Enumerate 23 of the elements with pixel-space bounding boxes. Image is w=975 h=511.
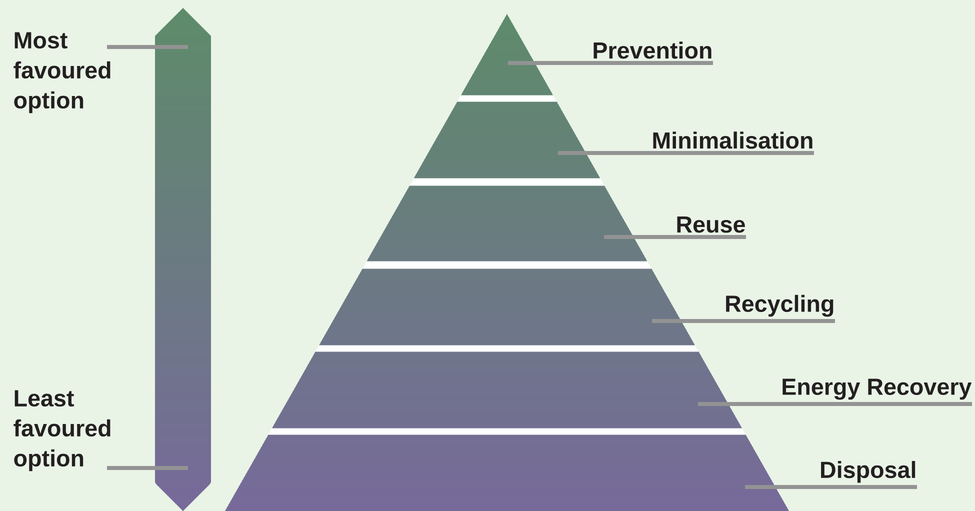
gradient-arrow-bar (155, 8, 211, 511)
leader-line (508, 61, 713, 65)
leader-line (558, 151, 814, 155)
layer-label: Reuse (677, 216, 745, 233)
pyramid-layer (319, 268, 695, 346)
pyramid-layer (414, 102, 600, 178)
pyramid-layer (272, 352, 742, 428)
layer-label: Recycling (726, 294, 834, 317)
layer-label: Energy Recovery (782, 378, 972, 400)
leader-line (698, 402, 972, 406)
leader-line (604, 235, 746, 239)
scale-label: Most favoured option (14, 32, 110, 114)
pyramid-layer (366, 186, 648, 262)
pyramid-layer (225, 434, 789, 511)
leader-line (745, 485, 917, 489)
scale-label: Least favoured option (14, 390, 110, 472)
leader-line (107, 466, 188, 470)
layer-label: Minimalisation (653, 132, 812, 149)
leader-line (107, 45, 188, 49)
layer-label: Prevention (594, 42, 712, 59)
pyramid-layer (461, 14, 553, 96)
layer-label: Disposal (821, 460, 916, 483)
leader-line (652, 319, 835, 323)
